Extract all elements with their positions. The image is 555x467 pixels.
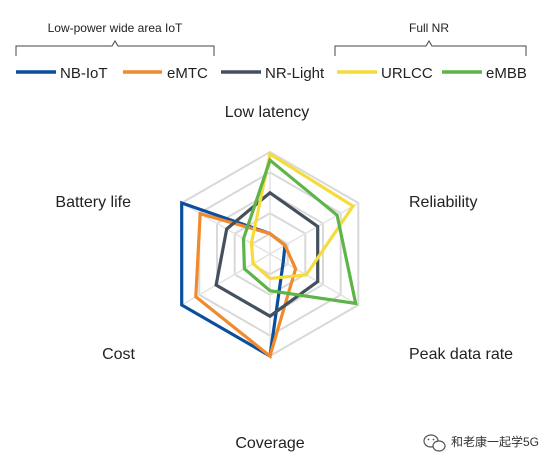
watermark-text: 和老康一起学5G [451,434,539,449]
legend-group-label: Full NR [409,21,449,35]
axis-label-battery-life: Battery life [55,194,131,211]
watermark: 和老康一起学5G [423,434,539,452]
axis-label-low-latency: Low latency [225,104,310,121]
legend-label-nb-iot: NB-IoT [60,65,108,82]
series-urlcc [249,151,356,281]
legend-group-label: Low-power wide area IoT [48,21,183,35]
legend-label-nr-light: NR-Light [265,65,325,82]
radar-grid [180,150,360,358]
legend-label-embb: eMBB [486,65,527,82]
group-bracket-right [334,40,527,56]
wechat-icon [423,434,446,452]
legend-label-emtc: eMTC [167,65,208,82]
axis-label-cost: Cost [102,346,135,363]
axis-label-coverage: Coverage [235,435,304,452]
series-nr-light [214,190,320,319]
legend: Low-power wide area IoT Full NR NB-IoT e… [15,21,527,82]
series-embb [241,157,358,306]
legend-label-urlcc: URLCC [381,65,433,82]
group-bracket-left [15,40,215,56]
radar-series [180,151,358,359]
axis-label-peak-data-rate: Peak data rate [409,346,513,363]
series-emtc [194,211,298,359]
axis-label-reliability: Reliability [409,194,477,211]
